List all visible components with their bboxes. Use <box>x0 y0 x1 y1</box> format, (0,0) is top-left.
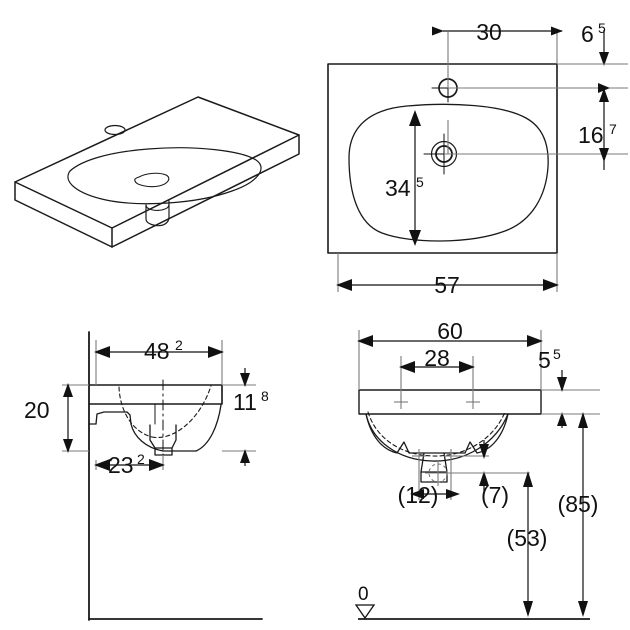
side-section-view <box>88 331 263 621</box>
dim-232-label: 23 <box>108 452 134 478</box>
isometric-view <box>14 96 300 248</box>
dim-118-sup: 8 <box>261 388 269 404</box>
dim-482-sup: 2 <box>175 337 183 353</box>
dim-7-label: (7) <box>481 482 509 508</box>
dim-55-label: 5 <box>538 347 551 373</box>
dim-65-label: 6 <box>581 21 594 47</box>
dim-60-label: 60 <box>437 318 463 344</box>
dim-12-label: (12) <box>398 482 439 508</box>
top-view <box>327 63 558 254</box>
dim-167-sup: 7 <box>609 121 617 137</box>
dim-30-label: 30 <box>476 19 502 45</box>
dim-20-label: 20 <box>24 397 50 423</box>
datum-marker <box>354 604 376 620</box>
front-section-view <box>358 389 542 483</box>
dim-85-label: (85) <box>558 491 599 517</box>
dim-28-label: 28 <box>424 345 450 371</box>
dim-65-sup: 5 <box>598 20 606 36</box>
datum-zero-label: 0 <box>358 584 369 605</box>
dim-167-label: 16 <box>578 122 604 148</box>
dim-232-sup: 2 <box>137 451 145 467</box>
dim-118-label: 11 <box>233 389 257 415</box>
dim-482-label: 48 <box>144 338 170 364</box>
dim-55-sup: 5 <box>553 346 561 362</box>
dim-57-label: 57 <box>434 272 460 298</box>
dim-53-label: (53) <box>507 525 548 551</box>
dim-345-sup: 5 <box>416 174 424 190</box>
dim-345-label: 34 <box>385 175 411 201</box>
